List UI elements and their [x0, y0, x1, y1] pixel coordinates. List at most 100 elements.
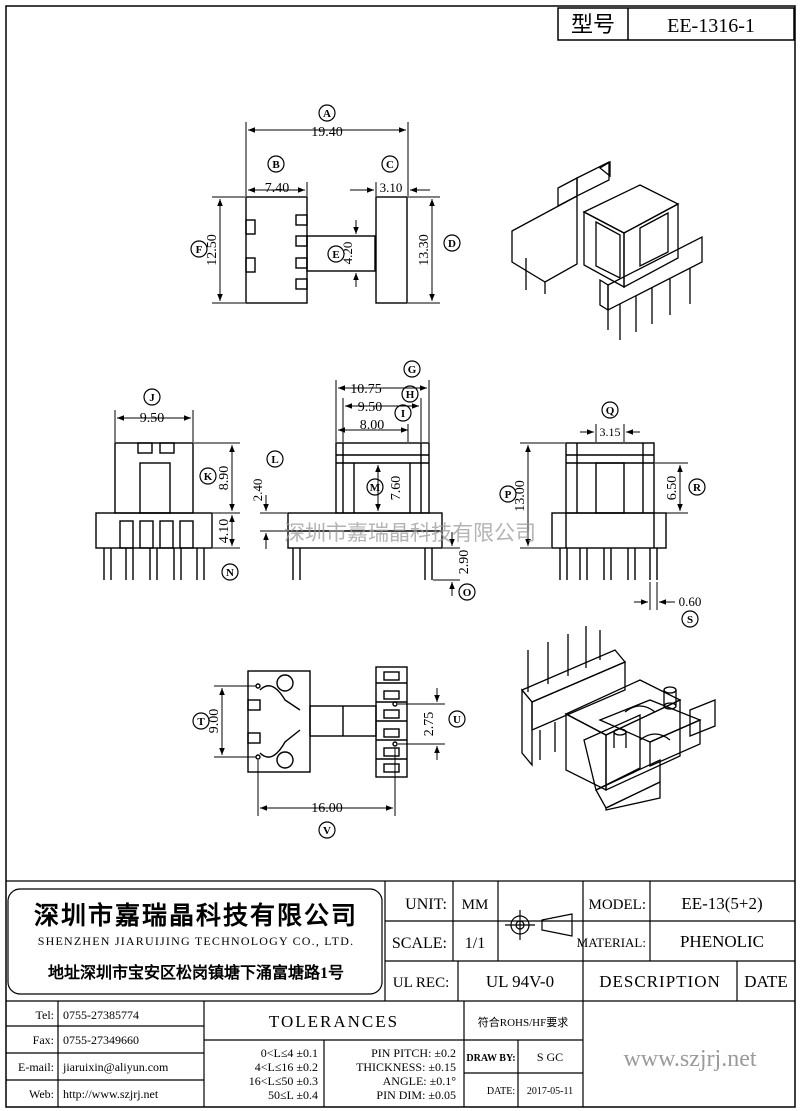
view-side-middle: [95, 442, 213, 580]
dim-letter-l: L: [266, 450, 284, 468]
contact-web-label: Web:: [29, 1087, 54, 1101]
dim-value-p: 13.00: [513, 480, 528, 512]
company-name-cn: 深圳市嘉瑞晶科技有限公司: [34, 901, 358, 930]
svg-text:B: B: [272, 159, 280, 171]
svg-text:U: U: [453, 714, 461, 726]
unit-label: UNIT:: [405, 896, 447, 913]
date-label: DATE:: [487, 1086, 515, 1097]
model-label: MODEL:: [589, 897, 647, 913]
dim-value-u: 2.75: [422, 712, 437, 737]
dim-value-i: 8.00: [360, 418, 385, 433]
website-large: www.szjrj.net: [623, 1046, 756, 1072]
dim-value-b: 7.40: [265, 181, 290, 196]
dim-letter-s: S: [681, 610, 699, 628]
dim-letter-p: P: [499, 485, 517, 503]
dim-letter-e: E: [327, 245, 345, 263]
scale-label: SCALE:: [392, 935, 447, 952]
dim-value-c: 3.10: [380, 180, 403, 195]
view-center-middle: [287, 442, 443, 580]
dim-letter-v: V: [318, 821, 336, 839]
tolerance-row: 0<L≤4 ±0.1: [261, 1046, 318, 1060]
svg-text:A: A: [323, 108, 331, 120]
dim-letter-d: D: [443, 234, 461, 252]
scale-value: 1/1: [465, 935, 485, 952]
dimension-letters: A B C D E F G H I J K L M N O P Q R S T …: [143, 104, 706, 839]
material-value: PHENOLIC: [680, 932, 764, 951]
svg-text:Q: Q: [606, 405, 615, 417]
dim-letter-n: N: [221, 563, 239, 581]
tolerance-row: PIN PITCH: ±0.2: [371, 1046, 456, 1060]
isometric-view-bottom: [520, 626, 716, 811]
svg-text:D: D: [448, 238, 456, 250]
dim-letter-j: J: [143, 388, 161, 406]
model-header-box: 型号 EE-1316-1: [557, 7, 795, 41]
dim-letter-m: M: [366, 478, 384, 496]
svg-text:G: G: [408, 364, 417, 376]
svg-text:H: H: [406, 389, 415, 401]
rohs-note: 符合ROHS/HF要求: [478, 1015, 568, 1029]
svg-text:P: P: [505, 489, 512, 501]
dimension-values: 19.40 7.40 3.10 13.30 4.20 12.50 10.75 9…: [140, 125, 702, 816]
view-front-top: [245, 196, 408, 304]
view-center-middle-dimensions: [260, 380, 460, 596]
view-right-middle-dimensions: [520, 424, 688, 610]
dim-value-d: 13.30: [417, 234, 432, 266]
dim-value-m: 7.60: [389, 476, 404, 501]
dim-letter-a: A: [318, 104, 336, 122]
view-front-top-dimensions: [212, 122, 440, 304]
model-header-label: 型号: [571, 12, 615, 37]
svg-text:R: R: [693, 482, 702, 494]
drawby-value: S GC: [537, 1050, 563, 1064]
dim-value-k: 8.90: [217, 466, 232, 491]
company-name-en: SHENZHEN JIARUIJING TECHNOLOGY CO., LTD.: [38, 934, 355, 948]
view-side-middle-dimensions: [114, 410, 240, 549]
svg-text:C: C: [386, 159, 394, 171]
dim-letter-b: B: [267, 155, 285, 173]
svg-text:V: V: [323, 825, 331, 837]
ulrec-value: UL 94V-0: [486, 972, 554, 991]
dim-letter-o: O: [458, 583, 476, 601]
svg-text:O: O: [463, 587, 472, 599]
dim-value-s: 0.60: [679, 594, 702, 609]
dim-value-g: 10.75: [350, 382, 382, 397]
tolerance-row: THICKNESS: ±0.15: [356, 1060, 456, 1074]
contact-tel-label: Tel:: [36, 1008, 55, 1022]
dim-value-q: 3.15: [600, 425, 621, 439]
tolerances-title: TOLERANCES: [269, 1012, 399, 1031]
contacts: Tel: 0755-27385774 Fax: 0755-27349660 E-…: [18, 1008, 169, 1101]
svg-text:L: L: [271, 454, 278, 466]
svg-text:K: K: [204, 471, 213, 483]
dim-letter-c: C: [381, 155, 399, 173]
dim-value-j: 9.50: [140, 411, 165, 426]
date-value: 2017-05-11: [527, 1086, 573, 1097]
tolerance-row: PIN DIM: ±0.05: [376, 1088, 456, 1102]
svg-text:T: T: [197, 716, 205, 728]
dim-value-o: 2.90: [457, 550, 472, 575]
material-label: MATERIAL:: [577, 935, 646, 950]
dim-value-a: 19.40: [311, 125, 343, 140]
contact-tel-value: 0755-27385774: [63, 1008, 139, 1022]
svg-text:N: N: [226, 567, 234, 579]
dim-letter-h: H: [401, 385, 419, 403]
description-label: DESCRIPTION: [599, 972, 721, 991]
view-bottom-plan: [247, 666, 408, 778]
model-header-value: EE-1316-1: [667, 15, 755, 37]
dim-value-t: 9.00: [207, 709, 222, 734]
contact-email-value: jiaruixin@aliyun.com: [62, 1060, 169, 1074]
svg-text:E: E: [332, 249, 339, 261]
svg-text:I: I: [401, 408, 405, 420]
dim-letter-t: T: [192, 712, 210, 730]
projection-symbol: [505, 910, 573, 940]
dim-letter-f: F: [190, 240, 208, 258]
dim-letter-u: U: [448, 710, 466, 728]
contact-email-label: E-mail:: [18, 1060, 54, 1074]
dim-value-l: 2.40: [250, 479, 265, 502]
contact-web-value: http://www.szjrj.net: [63, 1087, 159, 1101]
title-block-grid: [6, 880, 795, 1107]
dim-letter-q: Q: [601, 401, 619, 419]
dim-value-f: 12.50: [205, 234, 220, 266]
dim-value-r: 6.50: [665, 476, 680, 501]
model-value: EE-13(5+2): [681, 894, 762, 913]
dim-letter-r: R: [688, 478, 706, 496]
